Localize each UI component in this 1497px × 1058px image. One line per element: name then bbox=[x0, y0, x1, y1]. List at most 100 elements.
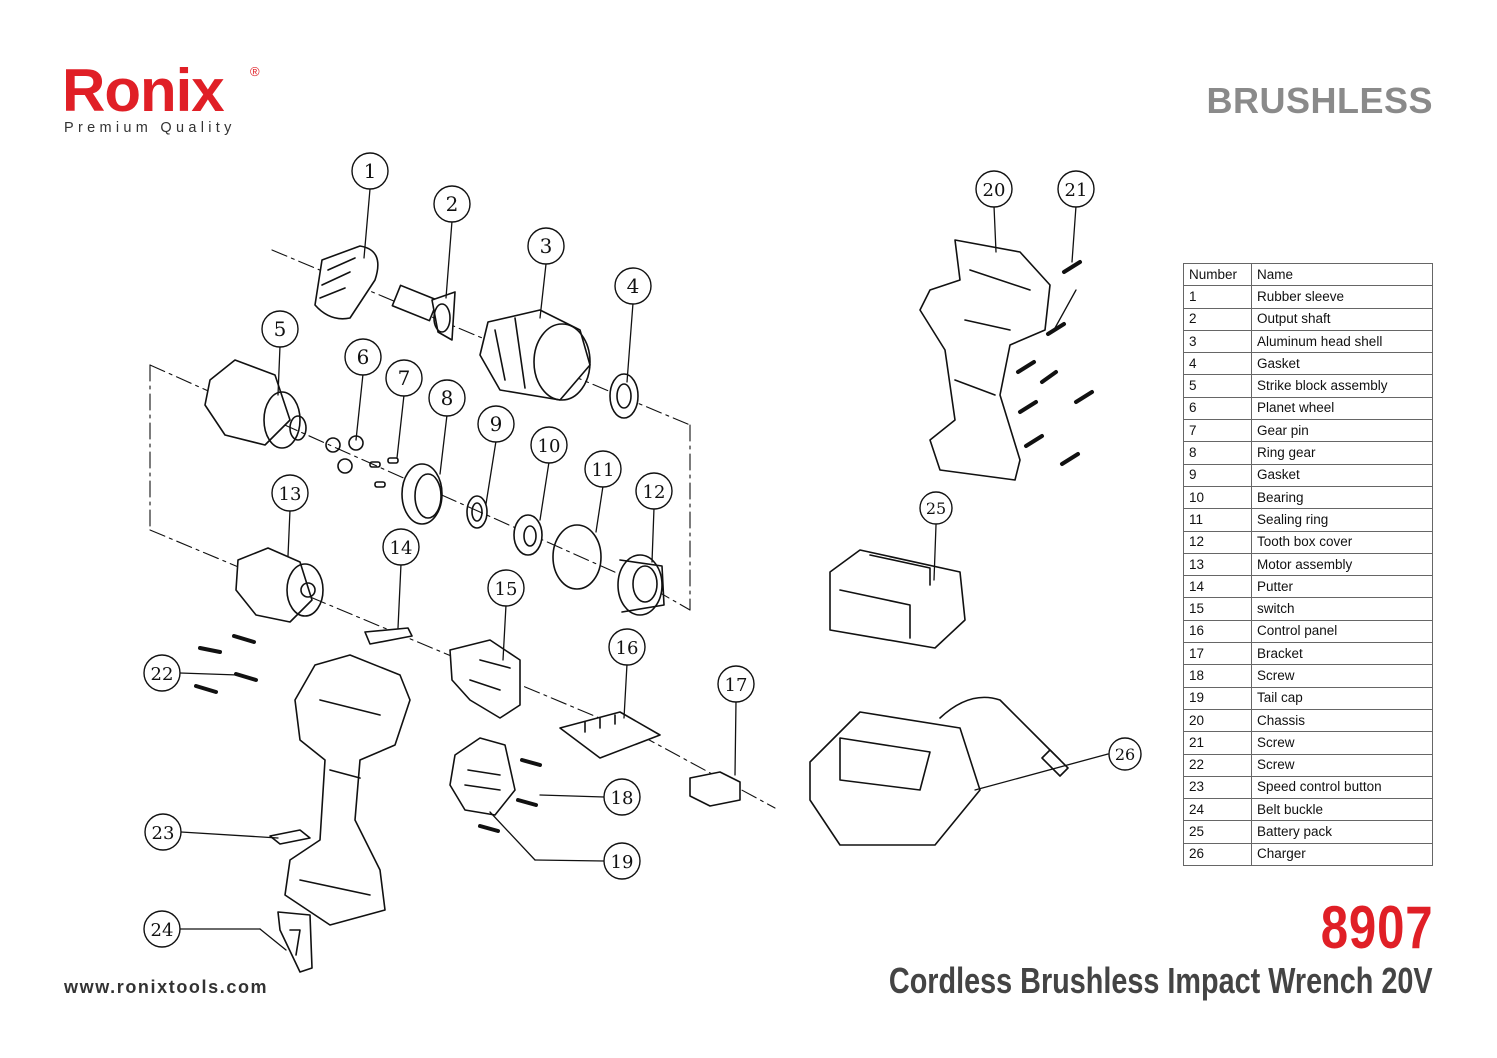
callout-circles bbox=[143, 152, 1142, 948]
part-name-cell: Bearing bbox=[1251, 485, 1433, 510]
part-strike-block-assembly bbox=[204, 359, 307, 449]
part-number-cell: 25 bbox=[1183, 820, 1252, 844]
part-screws-21 bbox=[1016, 260, 1094, 466]
callout-numbers: 1 2 3 4 5 6 7 8 9 10 11 12 13 14 15 16 1… bbox=[151, 159, 1136, 941]
part-number-cell: 19 bbox=[1183, 686, 1252, 710]
part-number-cell: 24 bbox=[1183, 798, 1252, 822]
part-number-cell: 6 bbox=[1183, 396, 1252, 421]
part-speed-control-button bbox=[269, 829, 311, 845]
part-name-cell: Motor assembly bbox=[1251, 552, 1433, 577]
callout-24: 24 bbox=[151, 920, 174, 941]
callout-10: 10 bbox=[538, 436, 561, 457]
part-planet-wheels bbox=[325, 435, 364, 474]
part-name-cell: Speed control button bbox=[1251, 775, 1433, 800]
part-number-cell: 3 bbox=[1183, 329, 1252, 354]
part-main-housing bbox=[284, 654, 411, 926]
part-control-panel bbox=[559, 711, 661, 759]
part-name-cell: Output shaft bbox=[1251, 307, 1433, 331]
part-number-cell: 4 bbox=[1183, 352, 1252, 376]
part-name-cell: Screw bbox=[1251, 664, 1433, 688]
part-output-shaft bbox=[391, 284, 456, 341]
part-name-cell: Aluminum head shell bbox=[1251, 329, 1433, 354]
part-number-cell: 13 bbox=[1183, 552, 1252, 577]
callout-21: 21 bbox=[1065, 180, 1088, 201]
part-motor-assembly bbox=[235, 547, 324, 623]
part-number-cell: 10 bbox=[1183, 485, 1252, 510]
callout-3: 3 bbox=[540, 234, 553, 258]
model-number: 8907 bbox=[1320, 894, 1433, 961]
callout-15: 15 bbox=[495, 579, 518, 600]
callout-leader-lines bbox=[179, 188, 1109, 951]
callout-13: 13 bbox=[279, 484, 302, 505]
part-gasket-4 bbox=[609, 373, 639, 419]
part-belt-buckle bbox=[277, 911, 313, 973]
part-chassis bbox=[919, 239, 1051, 481]
part-ring-gear bbox=[401, 463, 443, 525]
callout-17: 17 bbox=[725, 675, 748, 696]
callout-8: 8 bbox=[441, 386, 454, 410]
callout-16: 16 bbox=[616, 638, 639, 659]
website-url: www.ronixtools.com bbox=[64, 977, 269, 997]
assembly-axis-lines bbox=[149, 249, 776, 809]
part-name-cell: Tail cap bbox=[1251, 686, 1433, 710]
callout-12: 12 bbox=[643, 482, 666, 503]
part-name-cell: Chassis bbox=[1251, 708, 1433, 733]
part-name-cell: Gasket bbox=[1251, 463, 1433, 487]
part-number-cell: 8 bbox=[1183, 441, 1252, 465]
part-name-cell: Screw bbox=[1251, 731, 1433, 755]
part-number-cell: 17 bbox=[1183, 642, 1252, 666]
part-number-cell: 22 bbox=[1183, 753, 1252, 777]
part-number-cell: 9 bbox=[1183, 463, 1252, 487]
product-title: Cordless Brushless Impact Wrench 20V bbox=[889, 960, 1433, 1001]
part-gasket-9 bbox=[466, 495, 488, 529]
brand-name: Ronix bbox=[62, 57, 225, 124]
callout-6: 6 bbox=[357, 345, 370, 369]
brand-tagline: Premium Quality bbox=[64, 120, 236, 136]
part-number-cell: 15 bbox=[1183, 597, 1252, 621]
part-bearing bbox=[513, 514, 543, 556]
callout-2: 2 bbox=[446, 192, 459, 216]
part-putter bbox=[364, 627, 413, 645]
part-number-cell: 5 bbox=[1183, 374, 1252, 398]
callout-23: 23 bbox=[152, 823, 175, 844]
part-number-cell: 1 bbox=[1183, 285, 1252, 309]
part-name-cell: Ring gear bbox=[1251, 441, 1433, 465]
part-name-cell: Gasket bbox=[1251, 352, 1433, 376]
part-switch bbox=[449, 639, 521, 719]
part-number-cell: 12 bbox=[1183, 530, 1252, 554]
part-name-cell: Tooth box cover bbox=[1251, 530, 1433, 554]
callout-25: 25 bbox=[926, 499, 946, 518]
table-header-row: Number Name bbox=[1183, 262, 1433, 287]
part-name-cell: Rubber sleeve bbox=[1251, 285, 1433, 309]
callout-22: 22 bbox=[151, 664, 174, 685]
registered-mark: ® bbox=[250, 64, 260, 79]
part-number-cell: 21 bbox=[1183, 731, 1252, 755]
part-name-cell: Control panel bbox=[1251, 619, 1433, 644]
part-name-cell: Screw bbox=[1251, 753, 1433, 777]
part-name-cell: switch bbox=[1251, 597, 1433, 621]
part-number-cell: 23 bbox=[1183, 775, 1252, 800]
callout-11: 11 bbox=[592, 460, 615, 481]
callout-1: 1 bbox=[364, 159, 377, 183]
part-number-cell: 11 bbox=[1183, 508, 1252, 532]
part-name-cell: Planet wheel bbox=[1251, 396, 1433, 421]
part-number-cell: 14 bbox=[1183, 575, 1252, 599]
